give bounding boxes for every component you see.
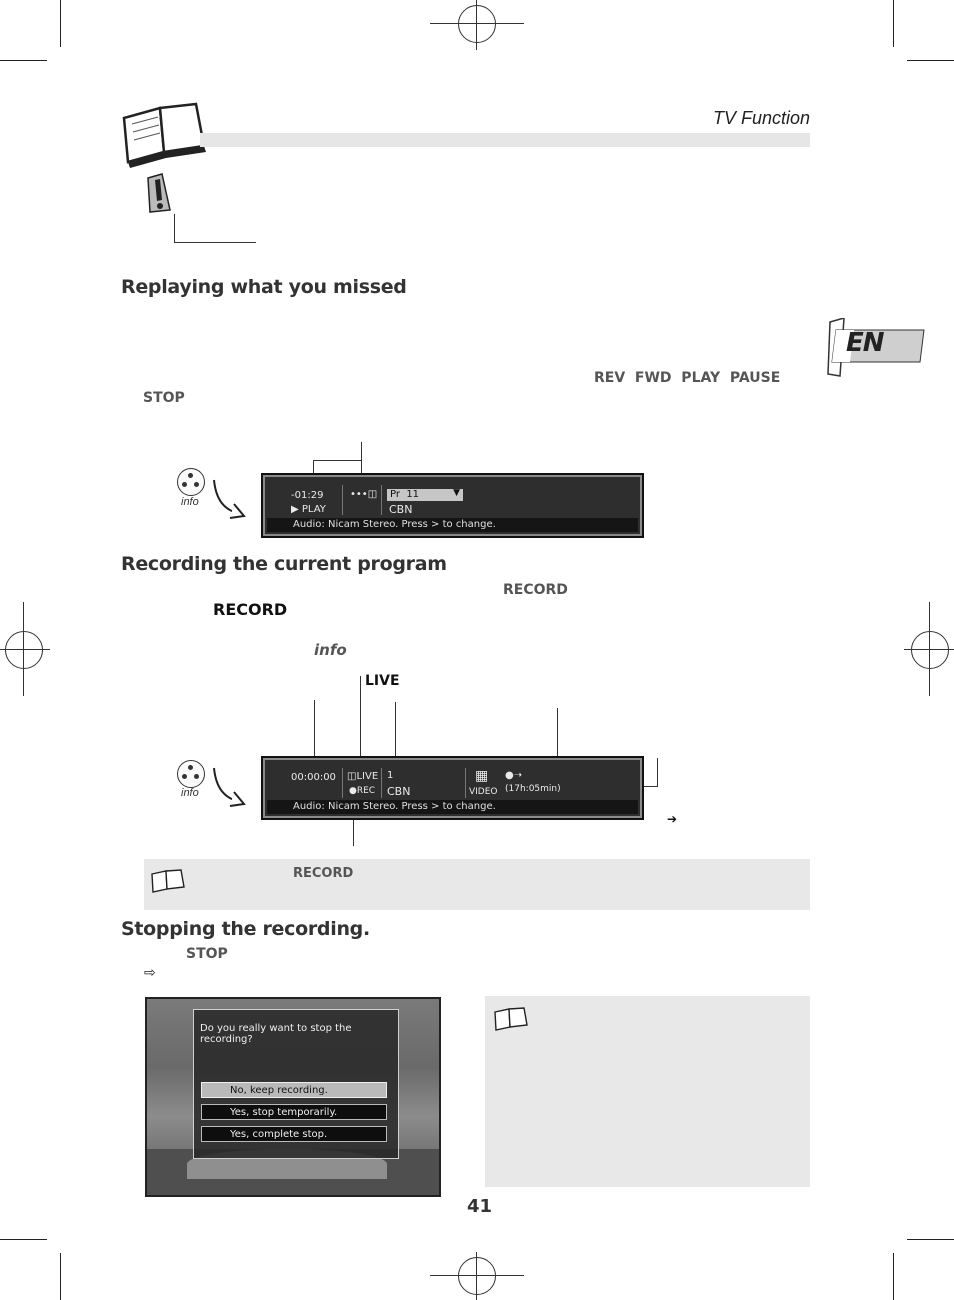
warning-icon	[147, 173, 171, 213]
section-title-stopping: Stopping the recording.	[121, 918, 370, 940]
header-bar	[200, 133, 810, 147]
note-box	[485, 996, 810, 1187]
callout-line	[361, 442, 362, 486]
crop-mark	[0, 60, 47, 61]
curved-arrow-icon	[213, 767, 246, 807]
osd-info-bar-recording: 00:00:00 ◫LIVE ●REC 1 CBN ▦ VIDEO ●➝ (17…	[261, 756, 644, 820]
replay-key-stop: STOP	[143, 390, 185, 406]
osd-audio-info: Audio: Nicam Stereo. Press > to change.	[293, 801, 496, 812]
book-icon	[151, 869, 185, 893]
osd-channel-name: CBN	[387, 785, 411, 798]
book-icon	[122, 102, 206, 168]
note-box	[144, 859, 810, 910]
osd-status: ▶ PLAY	[291, 504, 326, 515]
callout-line	[557, 708, 558, 776]
osd-channel-number: Pr 11	[390, 489, 420, 500]
callout-line	[313, 460, 361, 461]
osd-channel-name: CBN	[389, 503, 413, 516]
registration-line	[476, 0, 477, 50]
dialog-question: Do you really want to stop the recording…	[200, 1023, 352, 1045]
registration-line	[23, 602, 24, 696]
osd-live-indicator: ◫LIVE	[347, 771, 379, 782]
language-tab-label: EN	[846, 328, 885, 358]
option-complete-stop[interactable]: Yes, complete stop.	[201, 1126, 387, 1142]
registration-mark	[458, 5, 496, 43]
book-icon	[494, 1007, 528, 1031]
osd-audio-info: Audio: Nicam Stereo. Press > to change.	[293, 519, 496, 530]
callout-line	[657, 758, 658, 787]
film-icon: ▦	[475, 768, 489, 784]
callout-line	[353, 808, 354, 846]
record-key: RECORD	[503, 582, 568, 598]
dropdown-arrow-icon: ▼	[453, 488, 460, 498]
osd-video-label: VIDEO	[469, 787, 498, 797]
crop-mark	[0, 1239, 47, 1240]
section-label: TV Function	[712, 108, 810, 128]
stop-recording-dialog: Do you really want to stop the recording…	[193, 1009, 399, 1159]
registration-line	[476, 1252, 477, 1300]
crop-mark	[60, 0, 61, 47]
live-label: LIVE	[365, 673, 400, 689]
registration-mark	[458, 1257, 496, 1295]
section-title-record: Recording the current program	[121, 553, 447, 575]
curved-arrow-icon	[213, 479, 246, 519]
warning-bracket-v	[174, 214, 175, 243]
crop-mark	[60, 1253, 61, 1300]
osd-info-bar-playback: -01:29 ▶ PLAY •••◫ Pr 11 ▼ CBN Audio: Ni…	[261, 473, 644, 538]
stop-recording-screen: Do you really want to stop the recording…	[145, 997, 441, 1197]
option-keep-recording[interactable]: No, keep recording.	[201, 1082, 387, 1098]
osd-rec-time: 00:00:00	[291, 772, 336, 783]
registration-line	[430, 1275, 524, 1276]
crop-mark	[893, 0, 894, 47]
info-button[interactable]	[177, 468, 205, 496]
option-stop-temporarily[interactable]: Yes, stop temporarily.	[201, 1104, 387, 1120]
osd-timeshift-icon: •••◫	[350, 489, 378, 500]
replay-keys: REV FWD PLAY PAUSE	[594, 370, 781, 386]
callout-line	[395, 702, 396, 776]
side-arrow-icon: ➔	[667, 812, 678, 826]
registration-line	[929, 602, 930, 696]
language-tab	[827, 318, 925, 377]
info-button[interactable]	[177, 760, 205, 788]
osd-time: -01:29	[291, 490, 324, 501]
info-button-label: info	[181, 787, 199, 799]
crop-mark	[907, 1239, 954, 1240]
osd-live-text: LIVE	[356, 771, 379, 782]
callout-line	[360, 676, 361, 776]
osd-channel-number: 1	[387, 770, 394, 781]
osd-remaining-time: (17h:05min)	[505, 784, 561, 794]
section-title-replay: Replaying what you missed	[121, 276, 407, 298]
osd-rec-indicator: ●REC	[349, 786, 376, 796]
registration-line	[430, 23, 524, 24]
warning-bracket-h	[174, 242, 256, 243]
result-arrow-icon: ⇨	[144, 964, 156, 980]
registration-line	[0, 649, 50, 650]
page-number: 41	[467, 1196, 493, 1217]
crop-mark	[907, 60, 954, 61]
stop-key: STOP	[186, 946, 228, 962]
callout-line	[314, 700, 315, 776]
osd-channel-selector: Pr 11 ▼	[387, 488, 463, 501]
record-key-bold: RECORD	[213, 600, 288, 619]
info-key: info	[314, 641, 347, 659]
info-button-label: info	[181, 496, 199, 508]
registration-mark	[5, 631, 43, 669]
rec-arrow-icon: ●➝	[505, 770, 523, 781]
note-record-key: RECORD	[293, 866, 354, 881]
registration-mark	[911, 631, 949, 669]
crop-mark	[893, 1253, 894, 1300]
